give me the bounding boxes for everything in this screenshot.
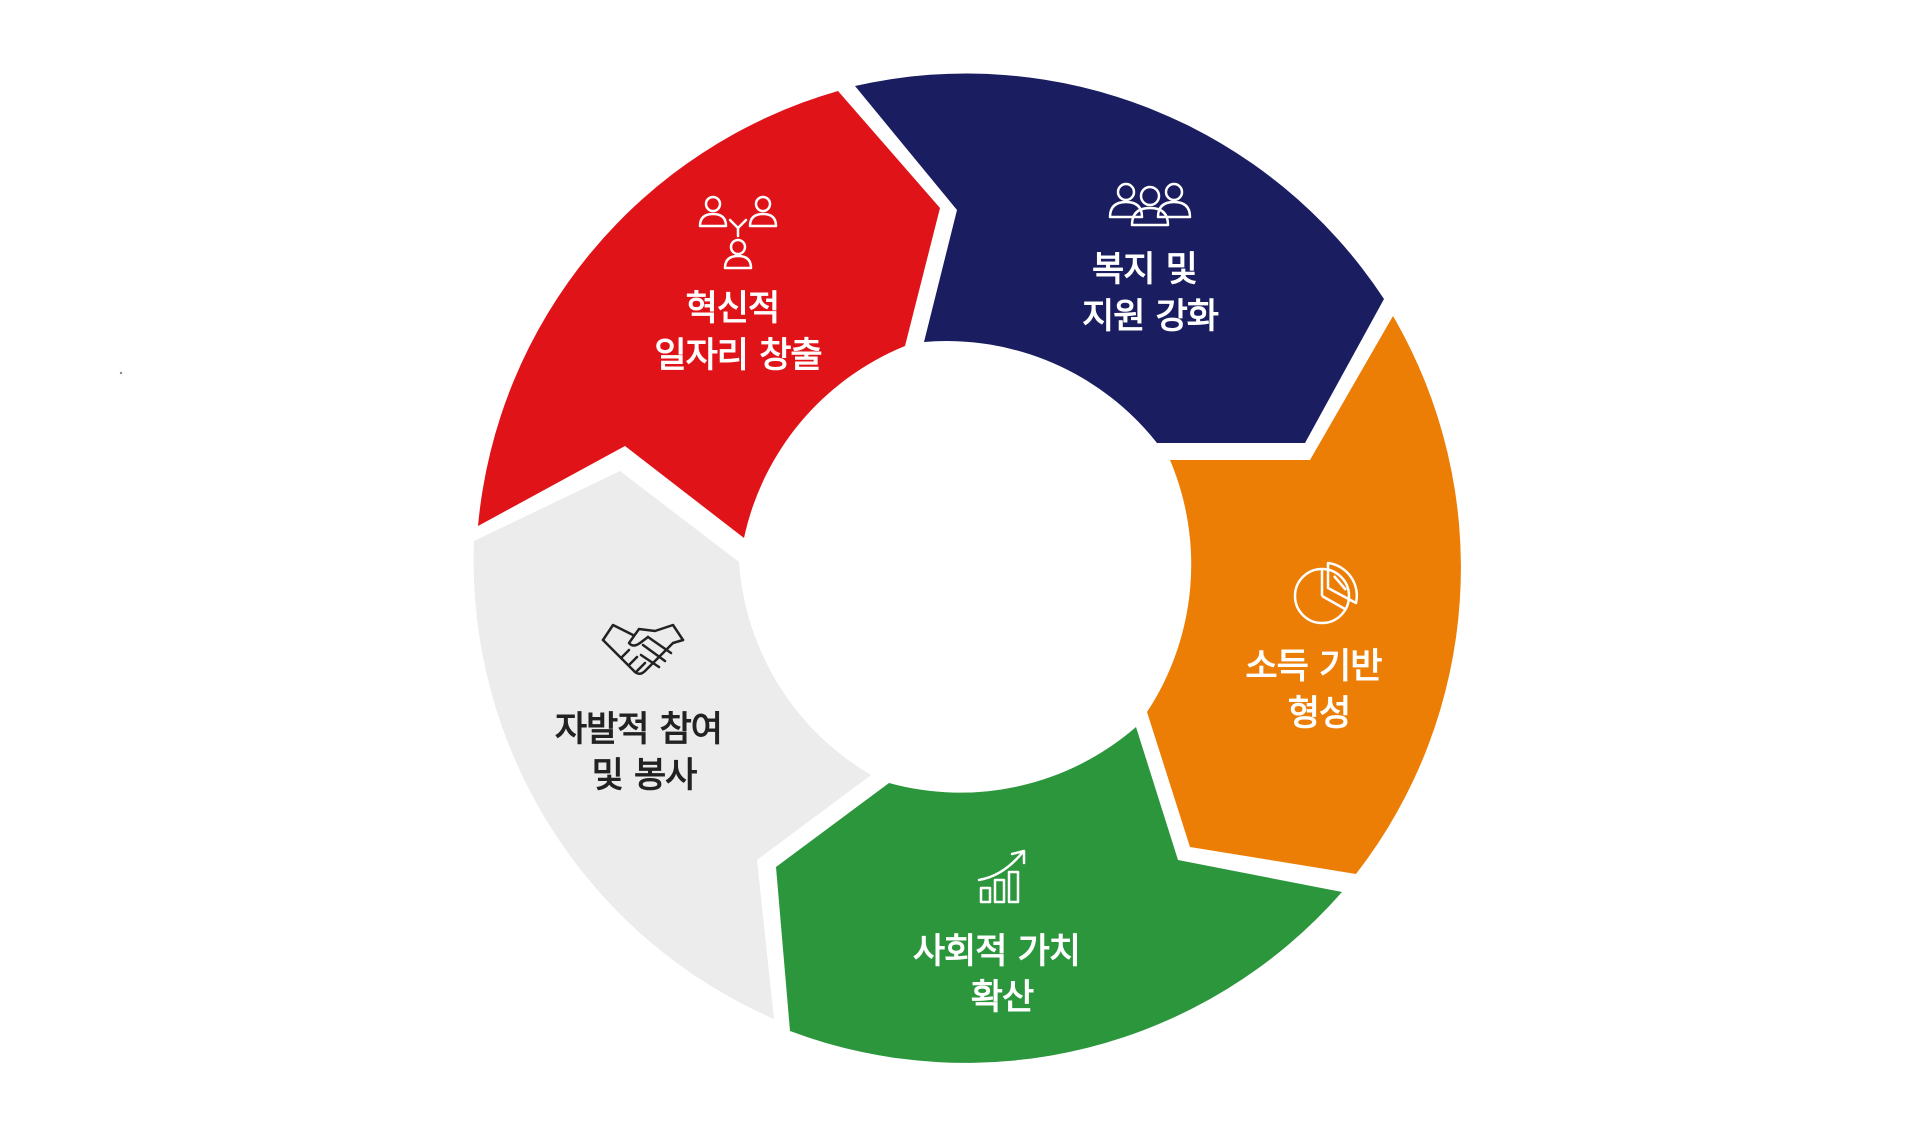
segment-income-line-1: 소득 기반 <box>1245 647 1382 687</box>
segment-jobs: 혁신적 일자리 창출 <box>478 91 940 538</box>
segment-welfare-shape <box>855 73 1384 443</box>
growth-chart-icon <box>977 849 1026 904</box>
handshake-icon <box>601 623 685 675</box>
segment-volunteer-line-2: 및 봉사 <box>592 756 698 796</box>
segment-jobs-label: 혁신적 일자리 창출 <box>654 289 821 376</box>
segment-volunteer-shape <box>473 471 871 1019</box>
segment-social-value-line-1: 사회적 가치 <box>913 932 1080 972</box>
segment-income-line-2: 형성 <box>1288 694 1350 734</box>
segment-social-value-shape <box>776 727 1342 1063</box>
segment-volunteer-label: 자발적 참여 및 봉사 <box>555 710 733 796</box>
people-group-icon <box>1108 182 1192 227</box>
segment-income-shape <box>1147 316 1461 874</box>
segment-jobs-line-2: 일자리 창출 <box>654 336 821 376</box>
segment-welfare-line-2: 지원 강화 <box>1082 297 1219 337</box>
segment-welfare-line-1: 복지 및 <box>1092 250 1197 290</box>
segment-social-value-line-2: 확산 <box>971 978 1034 1018</box>
segment-jobs-line-1: 혁신적 <box>686 289 780 329</box>
segment-income: 소득 기반 형성 <box>1147 316 1461 874</box>
segment-jobs-shape <box>478 91 940 538</box>
segment-volunteer-line-1: 자발적 참여 <box>555 710 722 750</box>
network-people-icon <box>698 195 778 270</box>
stray-dot <box>119 371 123 375</box>
segment-volunteer: 자발적 참여 및 봉사 <box>473 471 871 1019</box>
segment-social-value: 사회적 가치 확산 <box>776 727 1342 1063</box>
segment-welfare: 복지 및 지원 강화 <box>855 73 1384 443</box>
pie-chart-icon <box>1293 561 1359 625</box>
segment-income-label: 소득 기반 형성 <box>1245 647 1392 734</box>
segment-social-value-label: 사회적 가치 확산 <box>913 932 1091 1018</box>
segment-welfare-label: 복지 및 지원 강화 <box>1082 250 1219 337</box>
